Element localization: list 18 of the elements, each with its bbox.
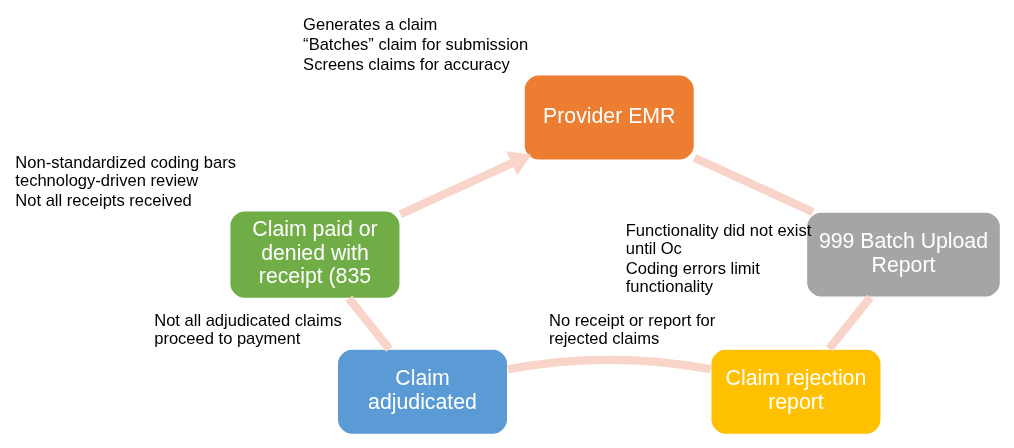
connector xyxy=(507,355,712,373)
node-box: Claim paid or denied with receipt (835 xyxy=(229,209,401,299)
node-label: No receipt or report for rejected claims xyxy=(548,310,716,348)
node-label: Non-standardized coding bars technology-driven review xyxy=(15,152,236,190)
node-box: Provider EMR xyxy=(523,73,695,161)
node-label: Screens claims for accuracy xyxy=(303,54,510,74)
node-label: Generates a claim xyxy=(303,14,438,34)
node-label: Coding errors limit functionality xyxy=(625,258,760,296)
node-box: Claim rejection report xyxy=(710,348,882,435)
node-label: Not all receipts received xyxy=(15,190,192,210)
connector xyxy=(345,295,393,352)
node-label: Functionality did not exist until Oc xyxy=(625,220,812,258)
arrow xyxy=(398,150,532,218)
node-label: “Batches” claim for submission xyxy=(303,34,529,54)
connector xyxy=(825,294,874,351)
connector xyxy=(692,153,815,216)
node-box: Claim adjudicated xyxy=(336,348,509,435)
node-label: Not all adjudicated claims proceed to payment xyxy=(154,310,342,348)
